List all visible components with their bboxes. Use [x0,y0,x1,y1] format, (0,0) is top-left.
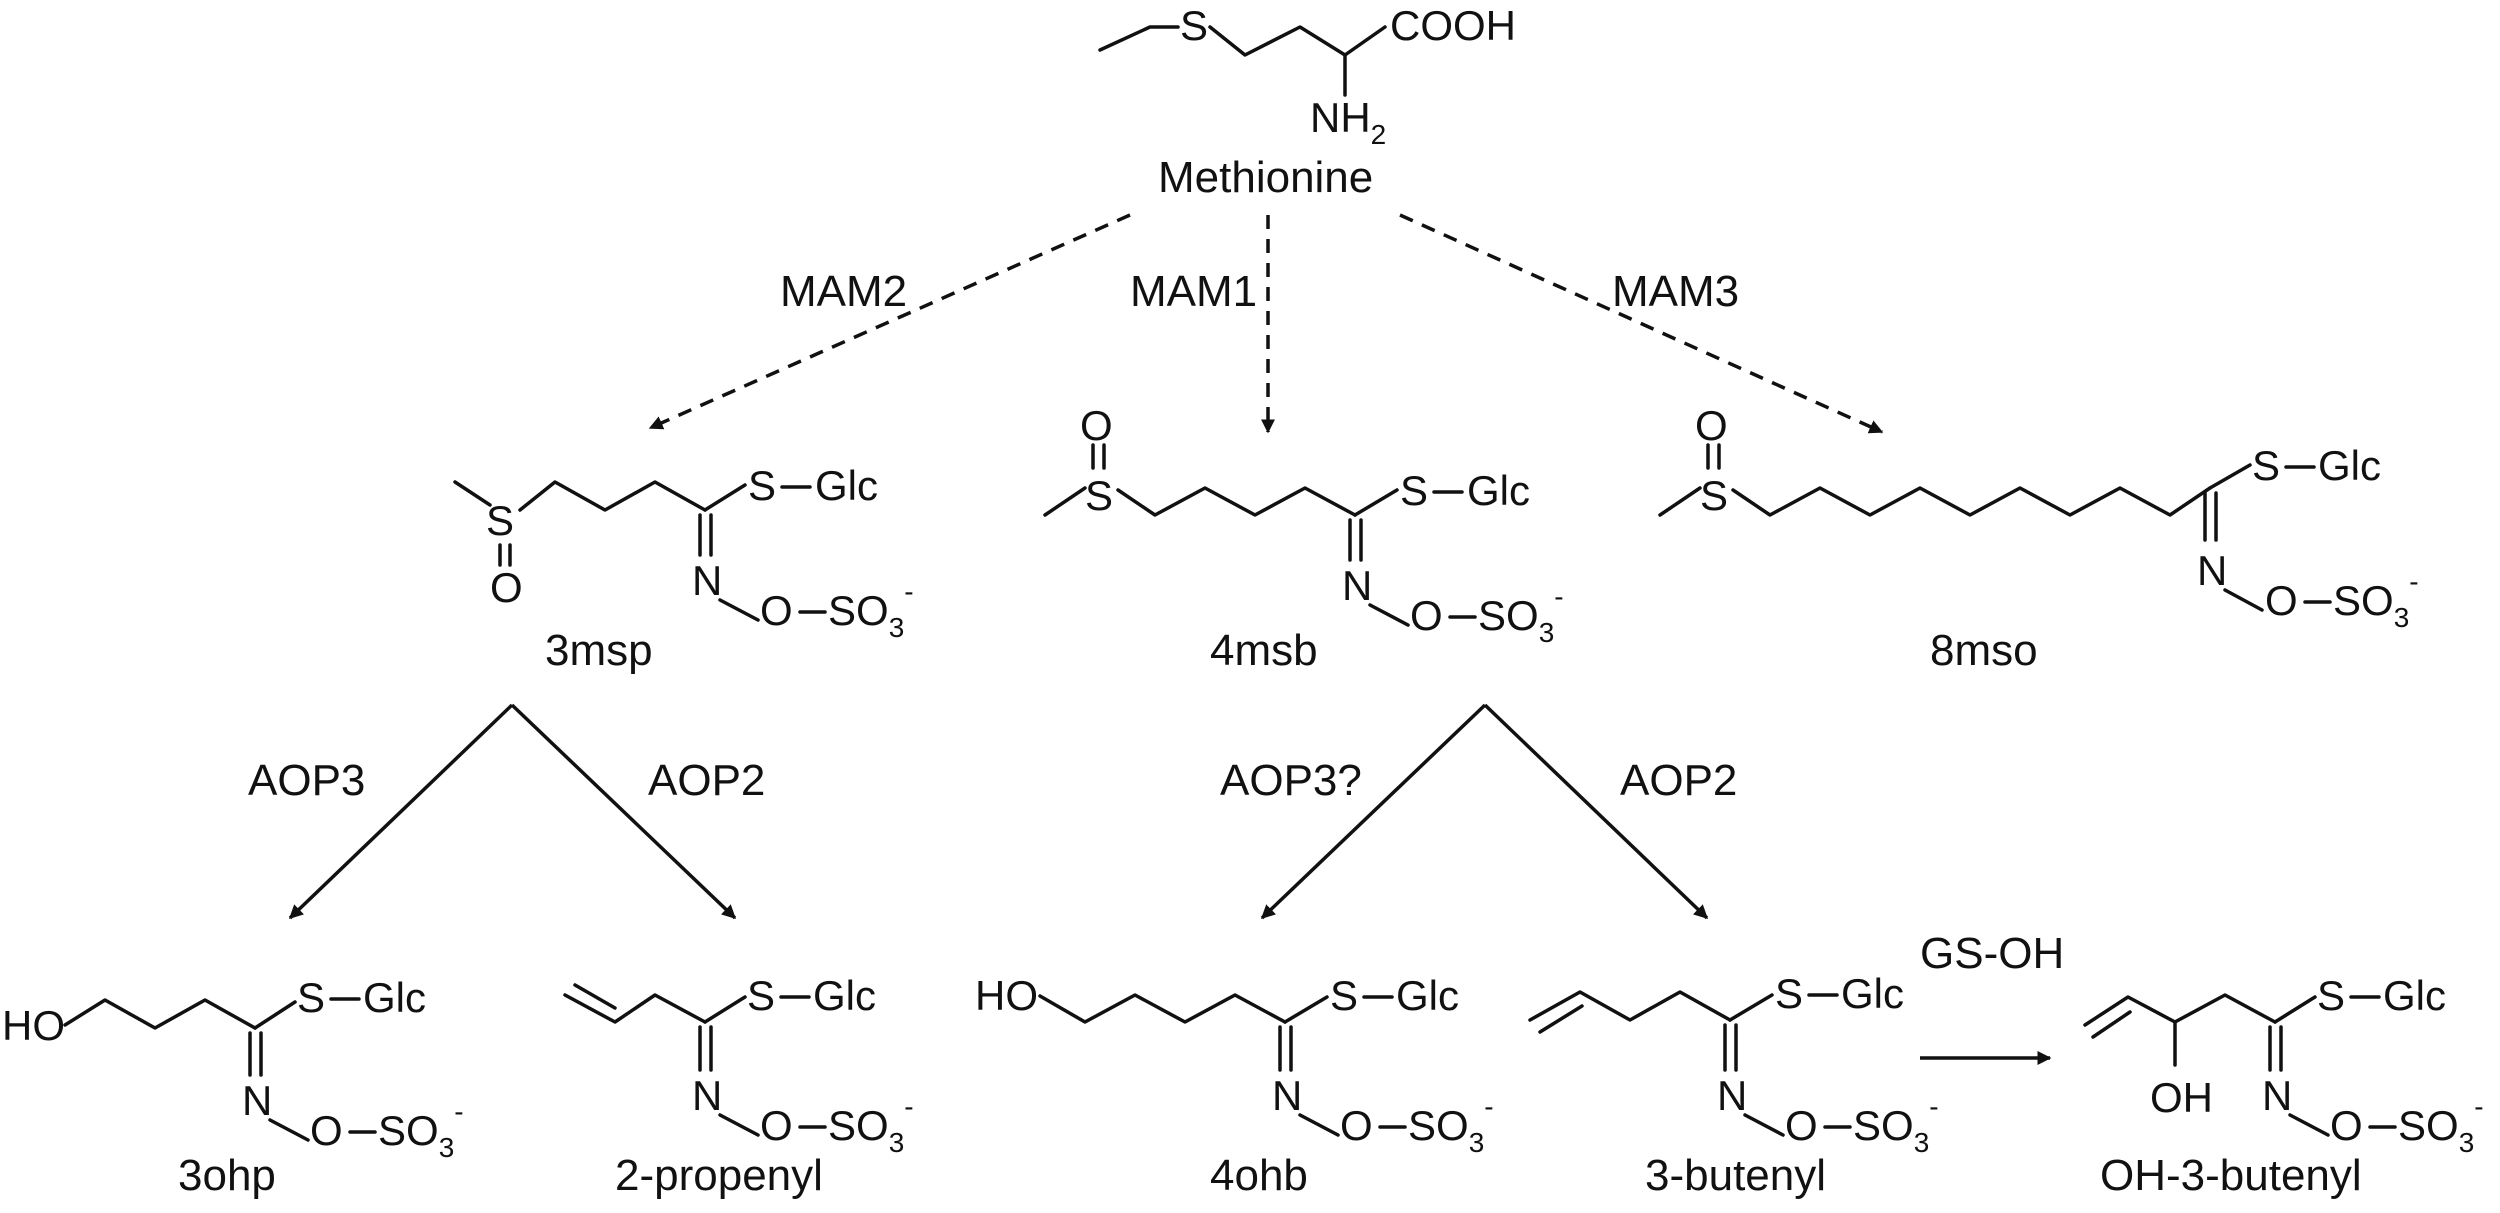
compound-4ohb: HO S Glc N O SO3- 4ohb [975,972,1494,1200]
oxime-n: N [1272,1072,1302,1119]
glucose: Glc [1841,970,1904,1017]
oxime-o: O [1785,1102,1818,1149]
thio-s: S [1775,970,1803,1017]
glucose: Glc [1396,972,1459,1019]
oxime-n: N [2262,1072,2292,1119]
gsoh-label: GS-OH [1920,929,2064,978]
methionine-amine: NH2 [1310,94,1386,150]
oxime-o: O [2330,1102,2363,1149]
mam3-label: MAM3 [1612,267,1739,316]
sulfate: SO3- [2398,1091,2484,1158]
sulfinyl-o: O [1695,402,1728,449]
compound-oh-3-butenyl: OH S Glc N O SO3- OH-3-butenyl [2083,972,2484,1200]
label-3msp: 3msp [545,626,653,675]
aop3-mid-arrow [1260,703,1487,920]
glucose: Glc [2318,442,2381,489]
sulfate: SO3- [1408,1091,1494,1158]
aop2-mid-arrow [1483,703,1709,920]
oxime-o: O [2265,577,2298,624]
glucose: Glc [2383,972,2446,1019]
oxime-n: N [692,1072,722,1119]
aop3-left-label: AOP3 [248,756,365,805]
sulfate: SO3- [828,1091,914,1158]
compound-3msp: S O S Glc N O SO3- 3msp [453,462,914,675]
sulfate: SO3- [2333,566,2419,633]
thio-s: S [748,462,776,509]
label-oh-3-butenyl: OH-3-butenyl [2100,1151,2362,1200]
compound-2-propenyl: S Glc N O SO3- 2-propenyl [563,972,914,1200]
hydroxyl: HO [2,1002,65,1049]
thio-s: S [297,974,325,1021]
oxime-n: N [692,557,722,604]
gsoh-reaction: GS-OH [1920,929,2064,1065]
oxime-n: N [1717,1072,1747,1119]
mam3-arrow [1399,213,1884,434]
compound-8mso: S O S Glc N O SO3- 8mso [1658,402,2419,675]
hydroxyl: HO [975,972,1038,1019]
oxime-o: O [760,1102,793,1149]
thio-s: S [1330,972,1358,1019]
label-3-butenyl: 3-butenyl [1645,1151,1826,1200]
sulfate: SO3- [1853,1091,1939,1158]
glucose: Glc [363,974,426,1021]
thio-s: S [1400,467,1428,514]
methionine-structure: S COOH NH2 Methionine [1098,2,1516,202]
mam2-label: MAM2 [780,267,907,316]
sulfinyl-o: O [490,564,523,611]
label-8mso: 8mso [1930,626,2038,675]
hydroxyl: OH [2150,1074,2213,1121]
compound-3-butenyl: S Glc N O SO3- 3-butenyl [1528,970,1939,1200]
mam1-label: MAM1 [1130,267,1257,316]
compound-4msb: S O S Glc N O SO3- 4msb [1043,402,1564,675]
aop3-mid-label: AOP3? [1220,756,1362,805]
sulfinyl-o: O [1080,402,1113,449]
aop3-left-arrow [288,703,514,920]
aop2-left-arrow [510,703,737,920]
oxime-o: O [1340,1102,1373,1149]
glucose: Glc [813,972,876,1019]
thio-s: S [2317,972,2345,1019]
sulfinyl-s: S [1085,472,1113,519]
methionine-sulfur: S [1180,2,1208,49]
oxime-o: O [760,587,793,634]
aop2-mid-label: AOP2 [1620,756,1737,805]
oxime-o: O [1410,592,1443,639]
label-2-propenyl: 2-propenyl [615,1151,823,1200]
sulfinyl-s: S [486,497,514,544]
thio-s: S [2252,442,2280,489]
oxime-n: N [2197,547,2227,594]
thio-s: S [747,972,775,1019]
aop2-left-label: AOP2 [648,756,765,805]
oxime-n: N [1342,562,1372,609]
label-3ohp: 3ohp [178,1151,276,1200]
sulfate: SO3- [378,1096,464,1163]
aop-arrows: AOP3 AOP2 AOP3? AOP2 [248,703,1737,920]
mam-arrows: MAM2 MAM1 MAM3 [648,213,1884,434]
sulfate: SO3- [1478,581,1564,648]
oxime-o: O [310,1107,343,1154]
sulfinyl-s: S [1700,472,1728,519]
label-4msb: 4msb [1210,626,1318,675]
methionine-label: Methionine [1158,153,1373,202]
label-4ohb: 4ohb [1210,1151,1308,1200]
methionine-carboxyl: COOH [1390,2,1516,49]
compound-3ohp: HO S Glc N O SO3- 3ohp [2,974,464,1200]
mam2-arrow [648,213,1131,430]
oxime-n: N [242,1077,272,1124]
glucose: Glc [815,462,878,509]
sulfate: SO3- [828,576,914,643]
glucose: Glc [1467,467,1530,514]
